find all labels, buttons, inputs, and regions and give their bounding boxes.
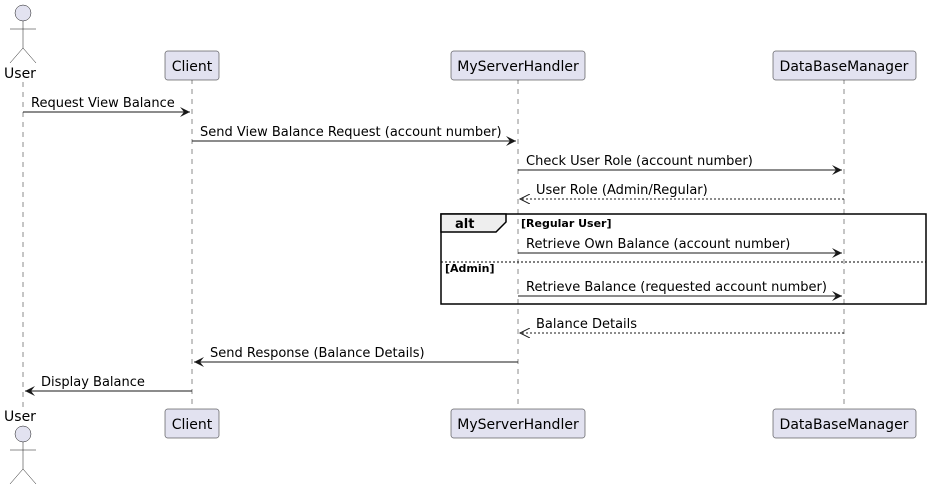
alt-guard-regular-user: [Regular User] — [521, 217, 612, 230]
participant-label-client-bottom: Client — [172, 417, 213, 433]
message-label-2: Send View Balance Request (account numbe… — [200, 125, 502, 140]
participant-box-myserverhandler-top — [450, 50, 586, 81]
participant-label-databasemanager-top: DataBaseManager — [780, 59, 909, 75]
message-label-1: Request View Balance — [31, 96, 175, 111]
alt-keyword: alt — [455, 217, 474, 232]
message-label-8: Send Response (Balance Details) — [210, 346, 425, 361]
message-label-4: User Role (Admin/Regular) — [536, 183, 708, 198]
participant-label-myserverhandler-bottom: MyServerHandler — [457, 417, 579, 433]
participant-label-databasemanager-bottom: DataBaseManager — [780, 417, 909, 433]
participant-label-client-top: Client — [172, 59, 213, 75]
alt-fragment-tab — [440, 213, 507, 233]
message-label-7: Balance Details — [536, 317, 637, 332]
message-label-3: Check User Role (account number) — [526, 154, 753, 169]
message-label-6: Retrieve Balance (requested account numb… — [526, 280, 827, 295]
alt-fragment-frame — [440, 213, 927, 305]
participant-box-databasemanager-bottom — [772, 408, 917, 439]
participant-box-client-top — [164, 50, 220, 81]
participant-label-user-bottom: User — [4, 409, 36, 425]
participant-label-user-top: User — [4, 66, 36, 82]
participant-box-client-bottom — [164, 408, 220, 439]
actor-user-top — [9, 4, 37, 64]
participant-label-myserverhandler-top: MyServerHandler — [457, 59, 579, 75]
message-label-5: Retrieve Own Balance (account number) — [526, 237, 790, 252]
participant-box-databasemanager-top — [772, 50, 917, 81]
message-label-9: Display Balance — [41, 375, 145, 390]
alt-guard-admin: [Admin] — [445, 262, 495, 275]
actor-user-bottom — [9, 425, 37, 485]
participant-box-myserverhandler-bottom — [450, 408, 586, 439]
